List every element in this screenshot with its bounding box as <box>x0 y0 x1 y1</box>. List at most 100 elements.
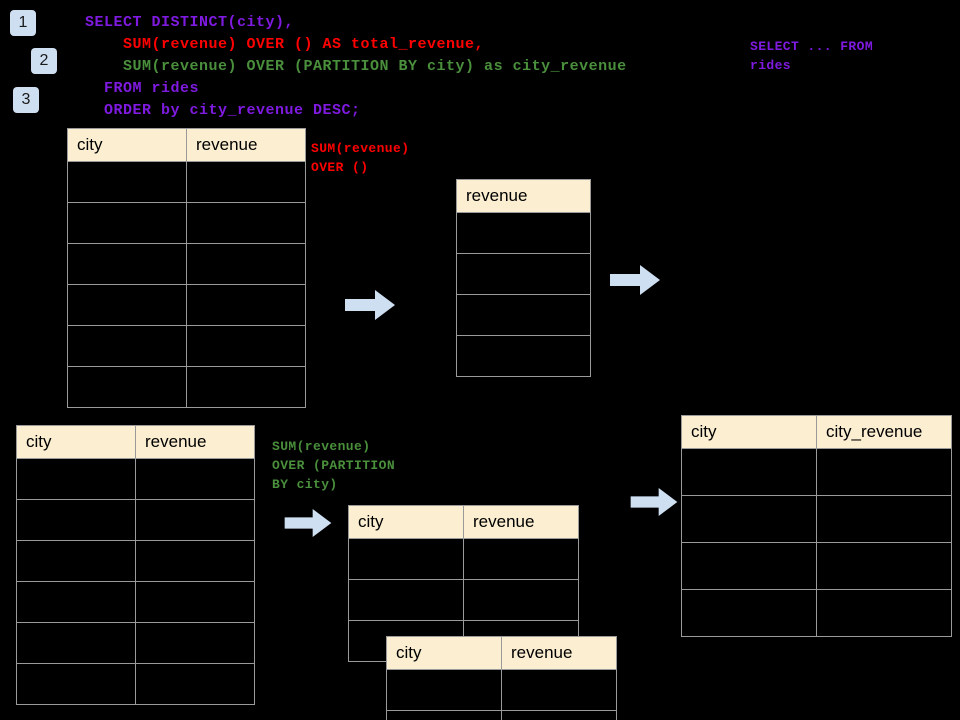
table-result: city city_revenue <box>681 415 952 637</box>
table-row <box>456 335 591 377</box>
cell-city <box>67 243 187 285</box>
cell-city <box>681 495 817 543</box>
sql-line-city-revenue: SUM(revenue) OVER (PARTITION BY city) as… <box>85 58 627 75</box>
table-header-row: city revenue <box>348 505 579 539</box>
annotation-select-from-rides: SELECT ... FROM rides <box>750 39 874 73</box>
cell-revenue <box>456 212 591 254</box>
column-header-city-revenue: city_revenue <box>816 415 952 449</box>
arrow-top-left-icon <box>345 290 395 320</box>
cell-revenue <box>456 335 591 377</box>
cell-revenue <box>456 294 591 336</box>
cell-revenue <box>135 499 255 541</box>
cell-revenue <box>186 202 306 244</box>
table-partition-front: city revenue <box>386 636 617 720</box>
table-row <box>16 540 255 582</box>
cell-revenue <box>135 622 255 664</box>
arrow-bottom-right-icon <box>630 488 678 516</box>
cell-city-revenue <box>816 542 952 590</box>
cell-city <box>16 458 136 500</box>
annotation-sum-over-empty: SUM(revenue) OVER () <box>311 141 410 175</box>
table-header-row: city revenue <box>16 425 255 459</box>
cell-city <box>16 499 136 541</box>
table-source-top: city revenue <box>67 128 306 408</box>
cell-city <box>681 589 817 637</box>
cell-revenue <box>135 458 255 500</box>
sql-line-select-distinct: SELECT DISTINCT(city), <box>85 14 295 31</box>
cell-revenue <box>186 243 306 285</box>
column-header-revenue: revenue <box>186 128 306 162</box>
cell-city <box>16 663 136 705</box>
column-header-city: city <box>16 425 136 459</box>
table-row <box>348 579 579 621</box>
column-header-city: city <box>681 415 817 449</box>
cell-revenue <box>501 710 617 720</box>
table-row <box>681 448 952 496</box>
cell-city <box>348 538 464 580</box>
table-source-bottom: city revenue <box>16 425 255 705</box>
table-row <box>67 161 306 203</box>
cell-revenue <box>135 540 255 582</box>
table-header-row: revenue <box>456 179 591 213</box>
step-badge-2: 2 <box>31 48 57 74</box>
table-header-row: city city_revenue <box>681 415 952 449</box>
sql-line-order-by: ORDER by city_revenue DESC; <box>85 102 361 119</box>
cell-revenue <box>501 669 617 711</box>
cell-city-revenue <box>816 495 952 543</box>
cell-city <box>67 161 187 203</box>
table-row <box>348 538 579 580</box>
cell-city <box>67 366 187 408</box>
cell-revenue <box>186 325 306 367</box>
table-row <box>386 669 617 711</box>
table-row <box>681 589 952 637</box>
sql-line-total-revenue: SUM(revenue) OVER () AS total_revenue, <box>85 36 485 53</box>
table-row <box>16 622 255 664</box>
arrow-bottom-left-icon <box>284 509 332 537</box>
table-header-row: city revenue <box>386 636 617 670</box>
cell-city <box>67 284 187 326</box>
cell-revenue <box>456 253 591 295</box>
arrow-top-right-icon <box>610 265 660 295</box>
step-badge-3: 3 <box>13 87 39 113</box>
sql-line-from-rides: FROM rides <box>85 80 200 97</box>
column-header-revenue: revenue <box>456 179 591 213</box>
column-header-revenue: revenue <box>501 636 617 670</box>
table-total-revenue: revenue <box>456 179 591 377</box>
table-row <box>67 284 306 326</box>
table-row <box>16 581 255 623</box>
cell-city-revenue <box>816 589 952 637</box>
table-row <box>681 542 952 590</box>
annotation-sum-over-partition: SUM(revenue) OVER (PARTITION BY city) <box>272 439 396 492</box>
table-row <box>681 495 952 543</box>
table-row <box>67 325 306 367</box>
column-header-city: city <box>67 128 187 162</box>
cell-city <box>386 710 502 720</box>
table-row <box>456 212 591 254</box>
cell-revenue <box>186 161 306 203</box>
table-row <box>456 294 591 336</box>
cell-revenue <box>463 579 579 621</box>
cell-revenue <box>135 663 255 705</box>
table-row <box>67 243 306 285</box>
cell-city <box>681 448 817 496</box>
cell-revenue <box>186 284 306 326</box>
cell-city <box>16 581 136 623</box>
table-row <box>16 499 255 541</box>
cell-city <box>681 542 817 590</box>
cell-revenue <box>186 366 306 408</box>
cell-city <box>16 540 136 582</box>
table-row <box>386 710 617 720</box>
table-row <box>16 663 255 705</box>
column-header-revenue: revenue <box>463 505 579 539</box>
table-header-row: city revenue <box>67 128 306 162</box>
cell-revenue <box>463 538 579 580</box>
cell-city <box>348 579 464 621</box>
column-header-city: city <box>348 505 464 539</box>
cell-city <box>16 622 136 664</box>
column-header-city: city <box>386 636 502 670</box>
cell-revenue <box>135 581 255 623</box>
cell-city-revenue <box>816 448 952 496</box>
table-row <box>16 458 255 500</box>
table-row <box>67 366 306 408</box>
column-header-revenue: revenue <box>135 425 255 459</box>
